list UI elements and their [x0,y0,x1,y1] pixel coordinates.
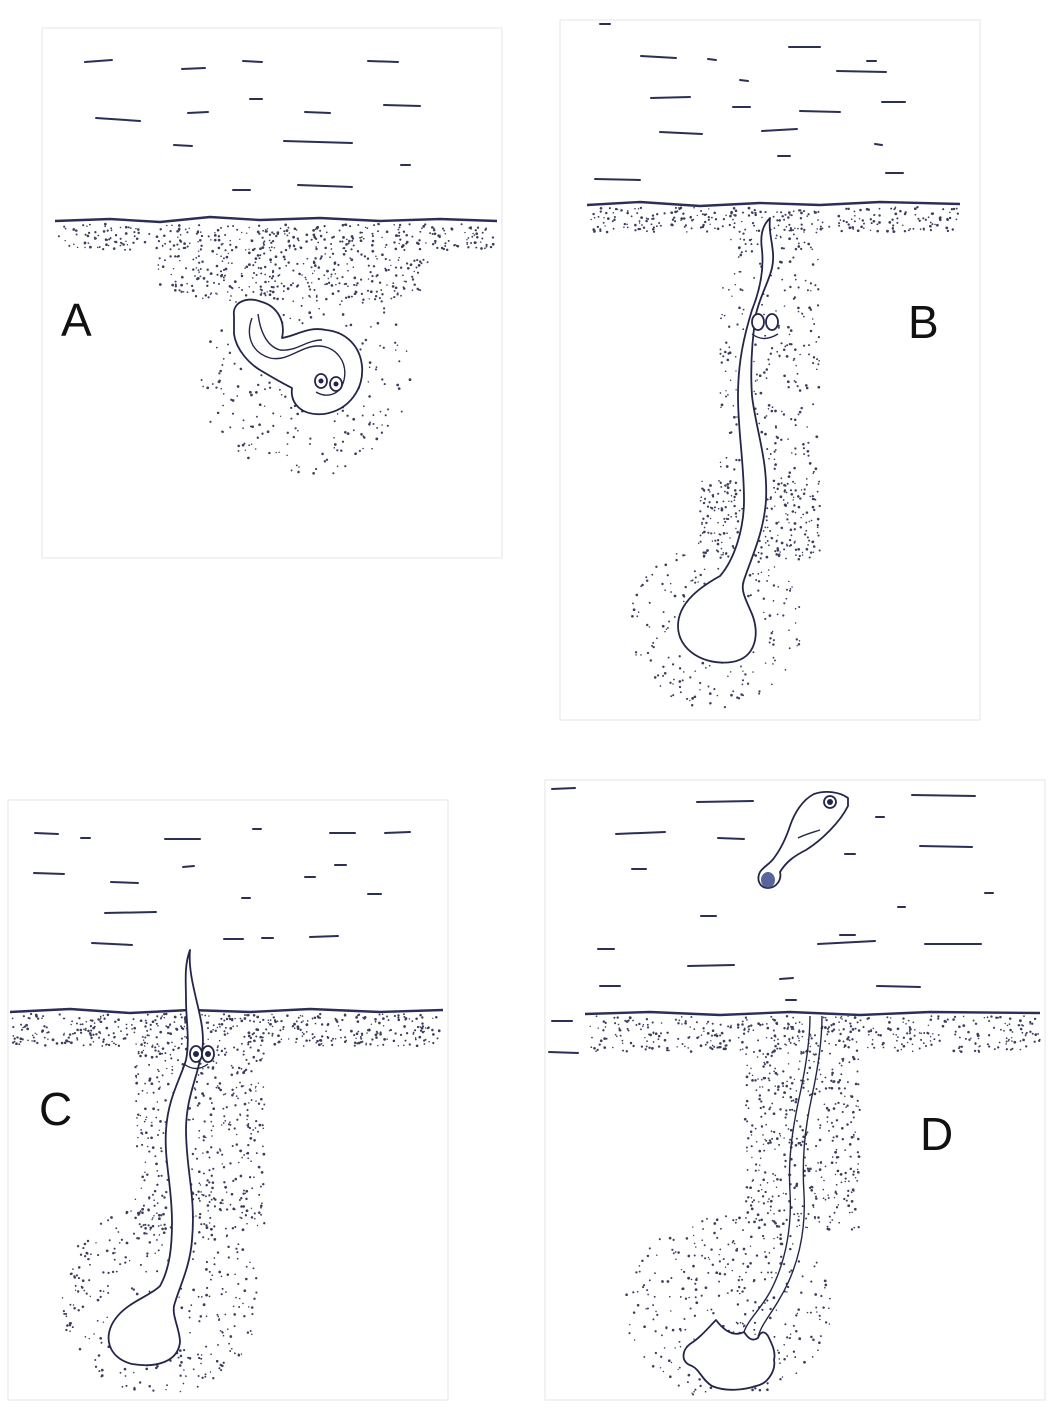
panel-b-sediment [591,206,959,708]
panel-d-sediment [589,1015,1040,1396]
panel-b-eye-right [766,314,778,330]
panel-a-frame [42,28,502,558]
panel-a-coiled-embryo [234,300,362,415]
panel-c-label: C [39,1083,72,1135]
panel-a-water-surface [55,217,497,222]
panel-d: D [545,780,1045,1400]
panel-c-frame [8,800,448,1400]
panel-d-yolk-sac [761,872,775,888]
panel-d-burrow-left-wall [744,1016,810,1332]
panel-d-frame [545,780,1045,1400]
panel-b-water-surface [587,202,960,206]
panel-c-sediment [12,1013,441,1393]
panel-c-water-surface [10,1009,443,1013]
panel-b-eye-left [752,314,764,330]
panel-d-swimming-larva [758,792,848,888]
panel-b-label: B [908,296,939,348]
panel-a-water [85,60,420,190]
panel-c: C [8,800,448,1400]
panel-a: A [42,28,502,558]
panel-b-larva-body [678,218,773,663]
panel-c-water [34,829,410,945]
panel-a-label: A [61,294,92,346]
panel-a-egg-envelope [234,300,362,415]
panel-b-water [595,24,905,180]
panel-d-label: D [920,1108,953,1160]
panel-d-water-surface [585,1012,1040,1015]
panel-b: B [560,20,980,720]
panel-b-larva-in-burrow [678,218,778,663]
